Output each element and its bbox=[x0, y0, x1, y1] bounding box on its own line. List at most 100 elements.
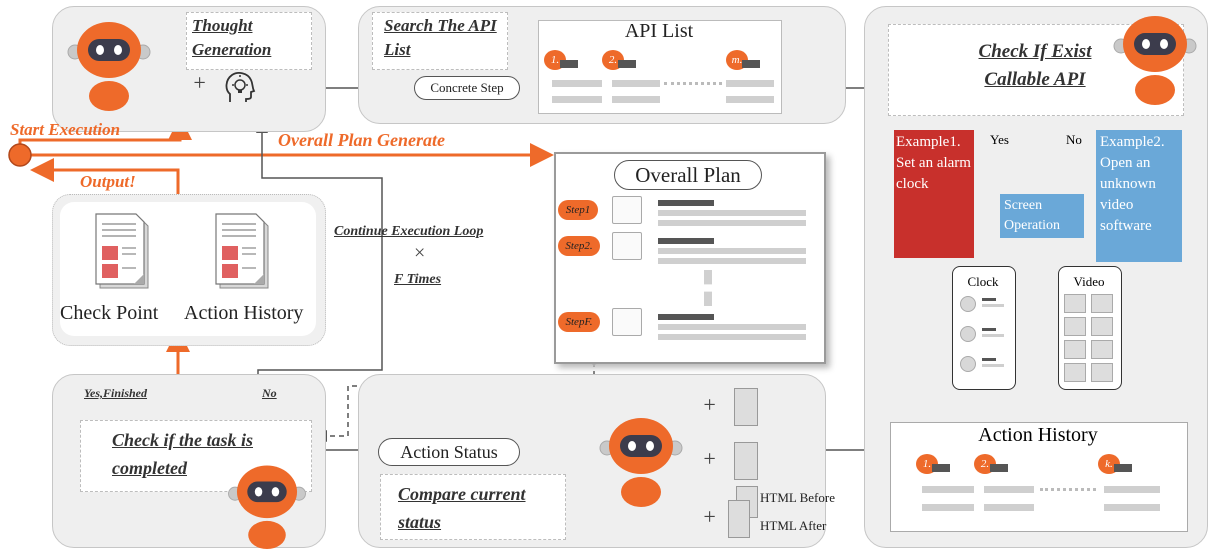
api-item-m-bar bbox=[742, 60, 760, 68]
step-bar bbox=[658, 200, 714, 206]
video-icon bbox=[1091, 317, 1113, 336]
example1-box bbox=[894, 130, 974, 258]
action-history-right-title: Action History bbox=[978, 424, 1098, 446]
video-icon bbox=[1091, 363, 1113, 382]
image-placeholder-icon bbox=[612, 308, 642, 336]
task-check-label: Check if the task is completed bbox=[112, 430, 254, 478]
api-row bbox=[726, 96, 774, 103]
task-check-box bbox=[80, 420, 312, 492]
thought-generation-box bbox=[186, 12, 312, 70]
image-placeholder-icon bbox=[612, 196, 642, 224]
check-api-label: Check If Exist Callable API bbox=[978, 41, 1092, 90]
screen-operation-box bbox=[1000, 194, 1084, 238]
step-bar bbox=[658, 220, 806, 226]
image-placeholder-icon bbox=[612, 232, 642, 260]
clock-item-bar bbox=[982, 304, 1004, 307]
video-icon bbox=[1064, 363, 1086, 382]
video-icon bbox=[1091, 340, 1113, 359]
step-ellipsis bbox=[704, 270, 722, 306]
step1-tag: Step1 bbox=[558, 200, 598, 220]
plus-sign: + bbox=[702, 446, 717, 471]
api-item-2-bar bbox=[618, 60, 636, 68]
action-row bbox=[984, 504, 1034, 511]
api-list-title: API List bbox=[624, 20, 694, 42]
video-thumb-grid bbox=[1064, 294, 1114, 382]
step-bar bbox=[658, 258, 806, 264]
clock-item-bar bbox=[982, 364, 1004, 367]
api-row bbox=[552, 96, 602, 103]
thought-generation-label: Thought Generation bbox=[192, 16, 272, 59]
compare-status-label: Compare current status bbox=[398, 484, 526, 532]
step-bar bbox=[658, 210, 806, 216]
robot-icon bbox=[228, 465, 306, 550]
api-row bbox=[612, 96, 660, 103]
step-bar bbox=[658, 248, 806, 254]
example1-text: Example1. Set an alarm clock bbox=[896, 134, 971, 192]
step-bar bbox=[658, 314, 714, 320]
start-execution-label: Start Execution bbox=[10, 120, 121, 139]
screen-thumb bbox=[734, 388, 758, 426]
check-point-label: Check Point bbox=[60, 302, 159, 324]
action-row bbox=[1104, 504, 1160, 511]
output-label: Output! bbox=[80, 172, 136, 191]
example2-text: Example2. Open an unknown video software bbox=[1100, 134, 1165, 234]
example2-box bbox=[1096, 130, 1182, 262]
step2-tag: Step2. bbox=[558, 236, 600, 256]
action-status-pill: Action Status bbox=[378, 438, 520, 466]
times-symbol: × bbox=[414, 242, 426, 264]
yes-label: Yes bbox=[990, 132, 1009, 147]
search-api-box bbox=[372, 12, 508, 70]
html-before-label: HTML Before bbox=[760, 490, 835, 505]
action-item-2-bar bbox=[990, 464, 1008, 472]
action-row bbox=[922, 504, 974, 511]
head-lightbulb-icon bbox=[225, 72, 256, 102]
f-times-label: F Times bbox=[394, 272, 442, 287]
clock-item-bar bbox=[982, 298, 996, 301]
overall-plan-title: Overall Plan bbox=[614, 160, 762, 190]
clock-icon bbox=[960, 296, 976, 312]
concrete-step-pill: Concrete Step bbox=[414, 76, 520, 100]
search-api-label: Search The API List bbox=[384, 16, 497, 59]
step-bar bbox=[658, 238, 714, 244]
api-row-dots bbox=[664, 82, 722, 85]
step-bar bbox=[658, 324, 806, 330]
no-label: No bbox=[1066, 132, 1082, 147]
action-row bbox=[1104, 486, 1160, 493]
plus-sign: + bbox=[702, 504, 717, 529]
clock-item-bar bbox=[982, 328, 996, 331]
screen-thumb bbox=[734, 442, 758, 480]
document-icon bbox=[215, 213, 269, 289]
continue-loop-label: Continue Execution Loop bbox=[334, 224, 484, 239]
no-bottom-label: No bbox=[262, 386, 277, 400]
plus-sign: + bbox=[192, 70, 207, 95]
clock-icon bbox=[960, 356, 976, 372]
video-icon bbox=[1064, 294, 1086, 313]
step-bar bbox=[658, 334, 806, 340]
action-row-dots bbox=[1040, 488, 1096, 491]
robot-icon bbox=[1113, 16, 1197, 105]
action-item-k-bar bbox=[1114, 464, 1132, 472]
robot-icon bbox=[67, 22, 151, 111]
video-icon bbox=[1064, 340, 1086, 359]
yes-finished-label: Yes,Finished bbox=[84, 386, 148, 400]
api-item-1-bar bbox=[560, 60, 578, 68]
document-icon bbox=[95, 213, 149, 289]
stepf-tag: StepF. bbox=[558, 312, 600, 332]
robot-icon bbox=[599, 418, 683, 507]
api-row bbox=[612, 80, 660, 87]
action-history-left-label: Action History bbox=[184, 302, 304, 324]
compare-status-box bbox=[380, 474, 566, 540]
plus-sign: + bbox=[702, 392, 717, 417]
clock-icon bbox=[960, 326, 976, 342]
action-row bbox=[922, 486, 974, 493]
html-after-label: HTML After bbox=[760, 518, 827, 533]
overall-plan-generate-label: Overall Plan Generate bbox=[278, 130, 445, 150]
video-title: Video bbox=[1073, 274, 1105, 289]
api-row bbox=[552, 80, 602, 87]
clock-title: Clock bbox=[967, 274, 999, 289]
screen-operation-text: Screen Operation bbox=[1004, 198, 1060, 233]
clock-item-bar bbox=[982, 334, 1004, 337]
clock-item-bar bbox=[982, 358, 996, 361]
action-history-right-box bbox=[890, 422, 1188, 532]
api-row bbox=[726, 80, 774, 87]
